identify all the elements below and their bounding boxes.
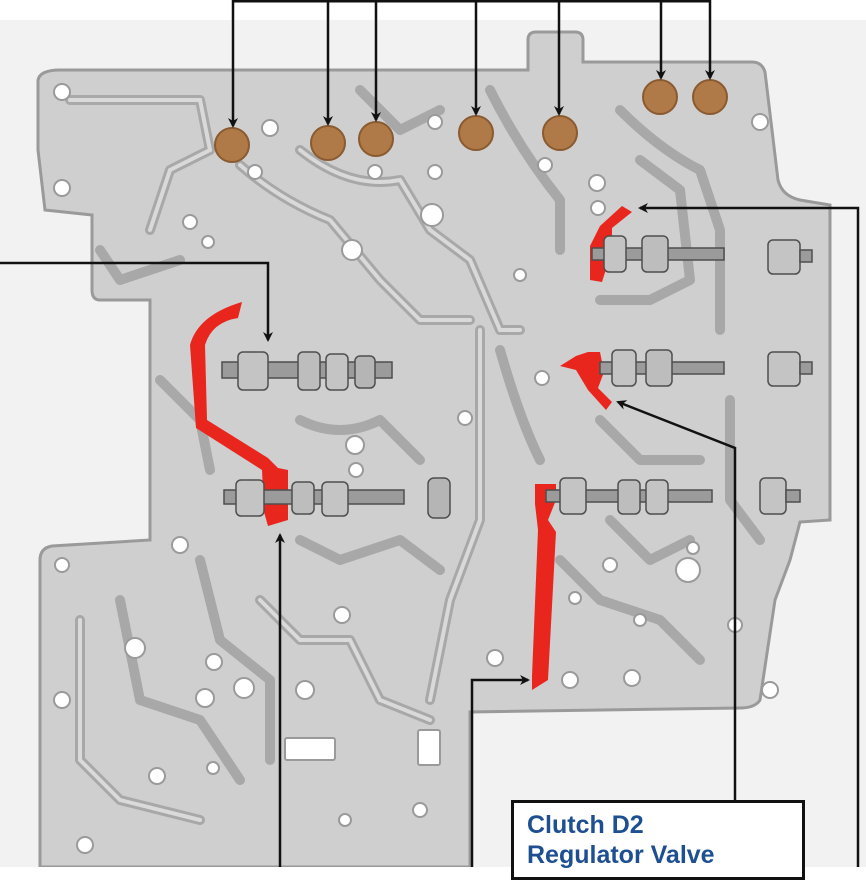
bolt-holes	[53, 83, 779, 854]
accumulator-5	[542, 115, 578, 151]
accumulator-pistons	[214, 79, 728, 163]
red-channel-left	[190, 302, 288, 526]
arrow-upper-left-spool	[0, 261, 273, 342]
accumulator-7	[692, 79, 728, 115]
arrow-top-right-channel	[638, 203, 860, 867]
accumulator-3	[358, 121, 394, 157]
valve-spools	[221, 235, 813, 519]
spool-mid-right	[599, 349, 813, 387]
callout-label-clutch-d2: Clutch D2 Regulator Valve	[527, 811, 715, 869]
slots	[284, 729, 441, 766]
accumulator-6	[642, 79, 678, 115]
accumulator-2	[310, 125, 346, 161]
leader-lines	[0, 0, 860, 867]
accumulator-1	[214, 127, 250, 163]
spool-lower-left	[223, 477, 451, 519]
accumulator-4	[458, 115, 494, 151]
oil-channels-light	[68, 98, 522, 822]
spool-lower-right	[545, 477, 801, 515]
spool-upper-left	[221, 351, 393, 391]
arrow-bottom-channel	[470, 675, 530, 867]
red-channel-mid-right	[560, 352, 612, 410]
arrow-clutch-d2	[616, 400, 737, 800]
spool-top-right	[591, 235, 813, 275]
red-channel-bottom	[532, 484, 556, 690]
